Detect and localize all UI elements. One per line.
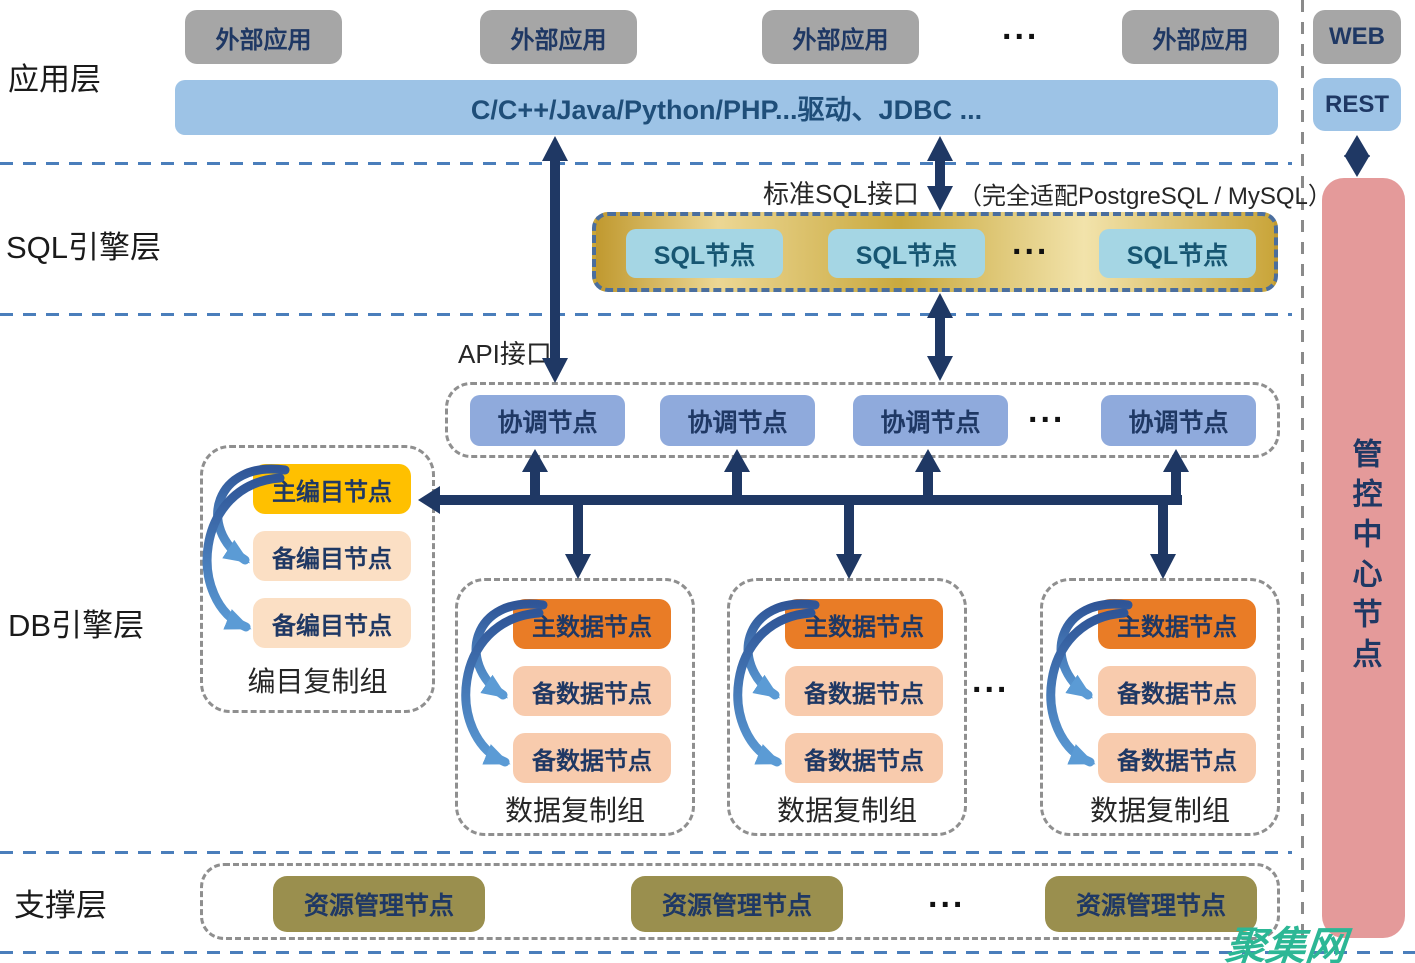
external-app-box: 外部应用 <box>480 10 637 64</box>
standard-sql-interface-label: 标准SQL接口 <box>763 179 920 209</box>
layer-label-app: 应用层 <box>8 62 101 97</box>
support-group: 资源管理节点 资源管理节点 资源管理节点 <box>200 863 1280 940</box>
layer-label-support: 支撑层 <box>14 888 107 923</box>
data-replication-group: 主数据节点 备数据节点 备数据节点 数据复制组 <box>1040 578 1280 836</box>
arrowhead-up <box>927 136 953 161</box>
driver-bar: C/C++/Java/Python/PHP...驱动、JDBC ... <box>175 80 1278 135</box>
coordinator-group: 协调节点 协调节点 协调节点 协调节点 <box>445 382 1280 458</box>
data-group-label: 数据复制组 <box>504 795 645 826</box>
standby-data-node: 备数据节点 <box>513 666 671 716</box>
resource-manager-node: 资源管理节点 <box>273 876 485 932</box>
external-app-box: 外部应用 <box>762 10 919 64</box>
compat-note: （完全适配PostgreSQL / MySQL） <box>958 183 1332 210</box>
catalog-group-label: 编目复制组 <box>247 666 388 697</box>
primary-data-node: 主数据节点 <box>785 599 943 649</box>
coordinator-node: 协调节点 <box>1101 395 1256 446</box>
arrowhead-up <box>1344 135 1370 157</box>
standby-data-node: 备数据节点 <box>1098 666 1256 716</box>
standby-data-node: 备数据节点 <box>513 733 671 783</box>
data-replication-group: 主数据节点 备数据节点 备数据节点 数据复制组 <box>727 578 967 836</box>
sql-nodes-ellipsis: ... <box>1012 224 1050 262</box>
arrowhead-down <box>927 356 953 381</box>
data-groups-ellipsis: ... <box>972 662 1010 700</box>
resource-manager-node: 资源管理节点 <box>1045 876 1257 932</box>
separator-bottom <box>0 951 1415 954</box>
web-box: WEB <box>1313 10 1401 64</box>
standby-catalog-node: 备编目节点 <box>253 531 411 581</box>
arrowhead-down <box>927 186 953 211</box>
layer-label-db: DB引擎层 <box>8 608 145 643</box>
separator-sidebar <box>1301 0 1304 947</box>
separator-db-support <box>0 851 1292 854</box>
standby-data-node: 备数据节点 <box>785 733 943 783</box>
primary-catalog-node: 主编目节点 <box>253 464 411 514</box>
primary-data-node: 主数据节点 <box>1098 599 1256 649</box>
coordinator-node: 协调节点 <box>660 395 815 446</box>
external-app-box: 外部应用 <box>185 10 342 64</box>
sql-node: SQL节点 <box>1099 229 1256 278</box>
arrowhead-down <box>1150 554 1176 579</box>
watermark: 聚集网 <box>1223 925 1348 963</box>
sql-node-group: SQL节点 SQL节点 SQL节点 <box>592 212 1278 292</box>
coordinators-ellipsis: ... <box>1028 392 1066 430</box>
arrowhead-up <box>542 136 568 161</box>
standby-catalog-node: 备编目节点 <box>253 598 411 648</box>
arrowhead-down <box>836 554 862 579</box>
coordinator-node: 协调节点 <box>470 395 625 446</box>
layer-label-sql: SQL引擎层 <box>6 230 162 265</box>
separator-sql-db <box>0 313 1292 316</box>
data-replication-group: 主数据节点 备数据节点 备数据节点 数据复制组 <box>455 578 695 836</box>
api-interface-label: API接口 <box>458 339 552 369</box>
sql-node: SQL节点 <box>828 229 985 278</box>
separator-app-sql <box>0 162 1292 165</box>
control-center-label: 管控中心节点 <box>1347 438 1381 678</box>
external-apps-ellipsis: ... <box>1002 9 1040 47</box>
standby-data-node: 备数据节点 <box>785 666 943 716</box>
standby-data-node: 备数据节点 <box>1098 733 1256 783</box>
rest-box: REST <box>1313 78 1401 131</box>
external-app-box: 外部应用 <box>1122 10 1279 64</box>
control-center-node: 管控中心节点 <box>1322 178 1405 938</box>
support-ellipsis: ... <box>928 877 966 915</box>
catalog-replication-group: 主编目节点 备编目节点 备编目节点 编目复制组 <box>200 445 435 713</box>
sql-node: SQL节点 <box>626 229 783 278</box>
coordinator-node: 协调节点 <box>853 395 1008 446</box>
arrowhead-down <box>1344 155 1370 177</box>
primary-data-node: 主数据节点 <box>513 599 671 649</box>
data-group-label: 数据复制组 <box>776 795 917 826</box>
data-group-label: 数据复制组 <box>1089 795 1230 826</box>
arrowhead-down <box>565 554 591 579</box>
resource-manager-node: 资源管理节点 <box>631 876 843 932</box>
